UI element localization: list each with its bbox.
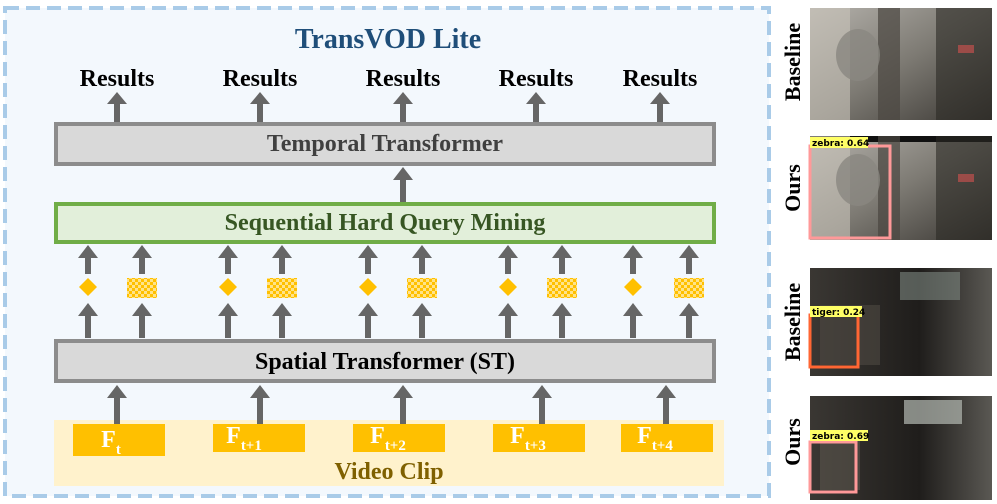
arrow-up-icon xyxy=(679,245,699,274)
frame-box xyxy=(73,424,165,456)
arrow-up-icon xyxy=(650,92,670,122)
object-query-checker xyxy=(407,278,437,298)
diagram-title: TransVOD Lite xyxy=(295,24,481,55)
row-label-baseline-1: Baseline xyxy=(780,23,805,101)
object-query-checker xyxy=(127,278,157,298)
arrow-up-icon xyxy=(78,303,98,338)
temporal-transformer-box xyxy=(54,122,716,166)
results-label-5: Results xyxy=(623,66,698,92)
object-query-checker xyxy=(674,278,704,298)
detection-label-bg xyxy=(810,306,862,317)
arrow-up-icon xyxy=(412,245,432,274)
object-query-diamond xyxy=(499,278,517,296)
object-query-diamond xyxy=(79,278,97,296)
arrow-up-icon xyxy=(393,92,413,122)
results-label-3: Results xyxy=(366,66,441,92)
object-query-checker xyxy=(547,278,577,298)
frame-arrows xyxy=(107,385,676,426)
arrow-up-icon xyxy=(498,303,518,338)
results-label-1: Results xyxy=(80,66,155,92)
query-group xyxy=(218,245,297,338)
results-labels: Results Results Results Results Results xyxy=(80,66,698,92)
detection-label-bg xyxy=(810,137,868,148)
detection-label-bg xyxy=(810,430,868,441)
ours-zebra-dark-image: zebra: 0.69 xyxy=(808,396,992,500)
arrow-up-icon xyxy=(498,245,518,274)
frame-box xyxy=(213,424,305,452)
frame-label: Ft+2 xyxy=(370,423,406,454)
query-group xyxy=(358,245,437,338)
sequential-mining-label: Sequential Hard Query Mining xyxy=(225,210,546,236)
row-label-ours-2: Ours xyxy=(780,418,805,466)
query-group xyxy=(498,245,577,338)
query-groups xyxy=(78,245,704,338)
sequential-mining-box xyxy=(54,202,716,244)
arrow-up-icon xyxy=(623,303,643,338)
arrow-up-icon xyxy=(393,385,413,424)
arrow-up-icon xyxy=(656,385,676,424)
arrow-up-icon xyxy=(358,245,378,274)
row-label-ours-1: Ours xyxy=(780,164,805,212)
frame-box xyxy=(353,424,445,452)
frame-label: Ft+1 xyxy=(226,423,262,454)
arrow-up-icon xyxy=(552,245,572,274)
spatial-transformer-label: Spatial Transformer (ST) xyxy=(255,349,515,375)
baseline-zebra-image xyxy=(810,8,992,120)
arrow-up-icon xyxy=(393,167,413,202)
arrow-up-icon xyxy=(107,92,127,122)
arrow-up-icon xyxy=(358,303,378,338)
main-panel xyxy=(3,6,771,498)
row-label-baseline-2: Baseline xyxy=(780,283,805,361)
detection-label: tiger: 0.24 xyxy=(812,308,865,318)
arrow-up-icon xyxy=(132,303,152,338)
arrow-up-icon xyxy=(78,245,98,274)
arrow-up-icon xyxy=(107,385,127,426)
frame-box xyxy=(493,424,585,452)
frames: Ft Ft+1 Ft+2 Ft+3 Ft+4 xyxy=(73,423,713,458)
arrow-up-icon xyxy=(250,385,270,424)
video-clip-label: Video Clip xyxy=(334,459,443,485)
arrow-up-icon xyxy=(272,245,292,274)
arrow-up-icon xyxy=(552,303,572,338)
object-query-diamond xyxy=(359,278,377,296)
arrow-up-icon xyxy=(218,245,238,274)
object-query-checker xyxy=(267,278,297,298)
object-query-diamond xyxy=(219,278,237,296)
arrow-up-icon xyxy=(532,385,552,424)
arrow-up-icon xyxy=(679,303,699,338)
arrow-up-icon xyxy=(412,303,432,338)
baseline-tiger-image: tiger: 0.24 xyxy=(808,268,992,376)
arrow-up-icon xyxy=(272,303,292,338)
frame-box xyxy=(621,424,713,452)
frame-label: Ft xyxy=(101,427,121,458)
object-query-diamond xyxy=(624,278,642,296)
detection-label: zebra: 0.69 xyxy=(812,432,869,442)
query-group xyxy=(623,245,704,338)
temporal-transformer-label: Temporal Transformer xyxy=(267,131,504,157)
results-label-4: Results xyxy=(499,66,574,92)
qualitative-examples: Baseline Ours Baseline Ours zebra: 0.64 xyxy=(780,8,992,500)
arrow-up-icon xyxy=(132,245,152,274)
ours-zebra-image: zebra: 0.64 xyxy=(808,136,992,240)
results-label-2: Results xyxy=(223,66,298,92)
detection-box xyxy=(808,440,858,494)
arrow-up-icon xyxy=(526,92,546,122)
spatial-transformer-box xyxy=(54,339,716,383)
result-arrows xyxy=(107,92,670,122)
arrow-up-icon xyxy=(623,245,643,274)
query-group xyxy=(78,245,157,338)
frame-label: Ft+3 xyxy=(510,423,546,454)
arrow-up-icon xyxy=(218,303,238,338)
arrow-up-icon xyxy=(250,92,270,122)
detection-label: zebra: 0.64 xyxy=(812,139,869,149)
frame-label: Ft+4 xyxy=(637,423,673,454)
